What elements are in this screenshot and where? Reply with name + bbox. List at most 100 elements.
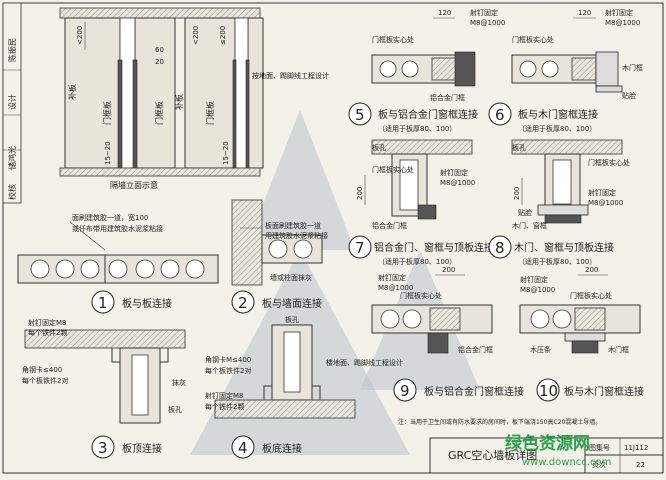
d3-note4: 每个板铁件2对 xyxy=(22,376,68,385)
d1-note2: 或仟布带用建筑胶水泥浆粘接 xyxy=(72,224,163,233)
d9-note4: 铝合金门框 xyxy=(458,345,493,354)
title-block-atlas-no: 11J112 xyxy=(624,444,648,452)
d5-number: 5 xyxy=(355,106,365,124)
elev-dim-60: 60 xyxy=(155,46,164,54)
d8-note3: 射钉固定 xyxy=(588,188,616,197)
footnote: 注：当用于卫生间或有防水要求的房间时，板下端浇150高C20混凝土导墙。 xyxy=(398,418,601,426)
elev-dim-top-left: <200 xyxy=(76,26,84,45)
d2-note2: 用建筑胶水泥浆粘接 xyxy=(265,231,328,240)
d4-number-circle xyxy=(231,435,255,459)
d6-note5: 贴脸 xyxy=(622,91,636,100)
wall-elevation: <200 <200 ≤200 60 20 15~20 15~20 补板 补板 门… xyxy=(59,7,329,190)
title-block-title: GRC空心墙板详图 xyxy=(448,448,537,462)
d6-subtitle: （适用于板厚80、100） xyxy=(518,124,596,133)
title-block-atlas-label: 图集号 xyxy=(589,443,610,452)
d2-note3: 墙或柱面抹灰 xyxy=(270,273,312,282)
d3-note3: 角钢卡≤400 xyxy=(22,365,62,374)
d4-number: 4 xyxy=(238,439,248,457)
detail-3: 射钉固定M8 每个铁件2颗 角钢卡≤400 每个板铁件2对 抹灰 板孔 3 板顶… xyxy=(22,318,186,459)
d10-note4: 木压条 xyxy=(530,345,551,354)
d10-note1: 射钉固定 xyxy=(520,275,548,284)
detail-7: 200 板孔 门框板实心处 射钉固定 M8@1000 铝合金门框 7 铝合金门、… xyxy=(348,139,494,266)
d9-dim: 200 xyxy=(442,266,455,274)
d9-number-circle xyxy=(393,378,417,402)
detail-9: 200 射钉固定 M8@1000 门框板实心处 铝合金门框 9 板与铝合金门窗框… xyxy=(371,266,524,402)
side-strip-check: 校核 xyxy=(7,184,17,200)
d4-note3: 射钉固定M8 xyxy=(205,391,244,400)
side-strip-design: 设计 xyxy=(7,94,17,110)
d5-number-circle xyxy=(348,102,372,126)
d7-note3: 射钉固定 xyxy=(440,168,468,177)
d1-note1: 面刷建筑胶一道，宽100 xyxy=(72,213,148,222)
d6-number-circle xyxy=(488,102,512,126)
side-strip-designer: 陈振民 xyxy=(7,38,17,62)
d8-note1: 板孔 xyxy=(512,143,526,152)
d6-title: 板与木门窗框连接 xyxy=(518,108,598,121)
detail-10: 200 射钉固定 M8@1000 门框板实心处 木压条 木门框 10 板与木门窗… xyxy=(519,266,644,402)
elev-label-slab-b: 补板 xyxy=(174,94,184,110)
elev-label-door-c: 门框板 xyxy=(205,101,215,125)
d7-note5: 铝合金门框 xyxy=(372,221,407,230)
d5-dim: 120 xyxy=(438,9,451,17)
side-strip: 校核 储鸿光 设计 陈振民 xyxy=(2,2,22,204)
d7-note2: 门框板实心处 xyxy=(372,165,414,174)
d8-number-circle xyxy=(488,235,512,259)
d3-note1: 射钉固定M8 xyxy=(28,318,67,327)
d7-note1: 板孔 xyxy=(372,143,386,152)
title-block-page-label: 页次 xyxy=(592,460,606,469)
d5-note4: 铝合金门框 xyxy=(430,93,465,102)
d8-note4: M8@1000 xyxy=(588,199,623,207)
elev-label-skirting: 按地面、踢脚线工程设计 xyxy=(252,71,329,80)
d5-note3: 门框板实心处 xyxy=(372,35,414,44)
elev-dim-15-20-a: 15~20 xyxy=(104,141,112,165)
d4-note1: 角钢卡M≤400 xyxy=(205,355,251,364)
d9-number: 9 xyxy=(400,382,410,400)
watermark-url: www.downcc.com xyxy=(522,457,611,468)
d3-title: 板顶连接 xyxy=(122,442,162,455)
detail-4: 角钢卡M≤400 每个板铁件2对 射钉固定M8 每个铁件2颗 楼地面、踢脚线工程… xyxy=(205,315,403,459)
d7-note4: M8@1000 xyxy=(440,179,475,187)
d7-dim: 200 xyxy=(356,187,364,200)
elev-label-door-a: 门框板 xyxy=(102,101,112,125)
d2-title: 板与墙面连接 xyxy=(262,297,322,310)
d8-note5: 贴脸 xyxy=(518,208,532,217)
d1-title: 板与板连接 xyxy=(122,297,172,310)
d5-subtitle: （适用于板厚80、100） xyxy=(378,124,456,133)
d3-note2: 每个铁件2颗 xyxy=(28,328,67,337)
d4-note2: 每个板铁件2对 xyxy=(205,366,251,375)
d3-number: 3 xyxy=(98,439,108,457)
detail-1: 面刷建筑胶一道，宽100 或仟布带用建筑胶水泥浆粘接 1 板与板连接 xyxy=(17,213,219,314)
d5-title: 板与铝合金门窗框连接 xyxy=(378,108,478,121)
d1-number: 1 xyxy=(98,294,108,312)
d1-number-circle xyxy=(91,290,115,314)
detail-6: 120 射钉固定 M8@1000 门框板实心处 木门框 贴脸 6 板与木门窗框连… xyxy=(488,8,643,133)
d9-note1: 射钉固定 xyxy=(378,273,406,282)
d4-note6: 板孔 xyxy=(285,315,299,324)
detail-5: 120 射钉固定 M8@1000 门框板实心处 铝合金门框 5 板与铝合金门窗框… xyxy=(348,8,505,133)
detail-8: 200 板孔 门框板实心处 射钉固定 M8@1000 贴脸 木门、窗框 8 木门… xyxy=(488,139,630,266)
d4-title: 板底连接 xyxy=(262,442,302,455)
d10-number-circle xyxy=(536,378,560,402)
d6-note3: 门框板实心处 xyxy=(512,35,554,44)
detail-2: 板面刷建筑胶一道 用建筑胶水泥浆粘接 墙或柱面抹灰 2 板与墙面连接 xyxy=(231,199,328,314)
title-block-page-no: 22 xyxy=(636,461,645,469)
d6-note1: 射钉固定 xyxy=(605,8,633,17)
d8-note2: 门框板实心处 xyxy=(588,158,630,167)
d7-title: 铝合金门、窗框与顶板连接 xyxy=(374,241,494,254)
d10-note5: 木门框 xyxy=(608,345,629,354)
side-strip-checker: 储鸿光 xyxy=(7,146,17,170)
d8-number: 8 xyxy=(495,239,505,257)
d9-title: 板与铝合金门窗框连接 xyxy=(424,385,524,398)
d8-dim: 200 xyxy=(513,187,521,200)
d2-note1: 板面刷建筑胶一道 xyxy=(265,221,321,230)
title-block: GRC空心墙板详图 图集号 11J112 页次 22 xyxy=(429,437,664,474)
d7-subtitle: （适用于板厚80、100） xyxy=(378,257,456,266)
d4-note4: 每个铁件2颗 xyxy=(205,402,244,411)
d9-note2: M8@1000 xyxy=(378,284,413,292)
site-watermark: 绿色资源网 www.downcc.com xyxy=(505,433,611,468)
d7-number-circle xyxy=(348,235,372,259)
sheet-border xyxy=(2,2,664,474)
elev-label-door-b: 门框板 xyxy=(154,101,164,125)
